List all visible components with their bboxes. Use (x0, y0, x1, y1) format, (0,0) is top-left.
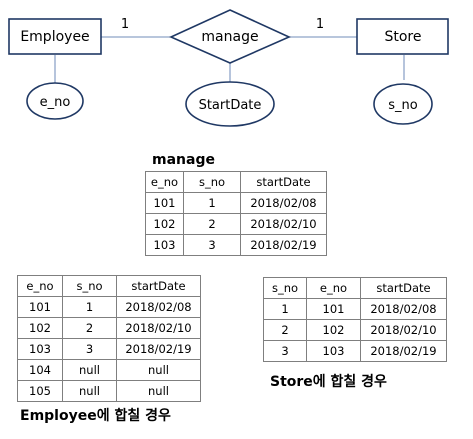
table-cell: 103 (306, 340, 361, 362)
table-cell: 101 (17, 296, 63, 318)
entity-employee (8, 18, 102, 55)
entity-store-label: Store (384, 29, 421, 45)
table-cell: 3 (183, 234, 241, 256)
table-cell: null (116, 359, 201, 381)
attribute-eno (26, 82, 84, 120)
employee-merge-table: e_no s_no startDate 101 1 2018/02/08 102… (17, 275, 201, 402)
table-cell: 102 (17, 317, 63, 339)
table-row: 105 null null (17, 380, 201, 402)
manage-table-caption: manage (152, 152, 215, 168)
table-cell: 104 (17, 359, 63, 381)
table-cell: 2 (62, 317, 117, 339)
store-merge-caption: Store에 합칠 경우 (270, 374, 387, 390)
er-diagram: Employee manage Store 1 1 e_no StartDate… (8, 9, 449, 127)
table-cell: 2018/02/19 (360, 340, 447, 362)
table-cell: 1 (263, 298, 307, 320)
header-cell: s_no (263, 277, 307, 299)
table-row: 3 103 2018/02/19 (263, 340, 447, 362)
table-header-row: s_no e_no startDate (263, 277, 447, 299)
table-cell: 102 (306, 319, 361, 341)
header-cell: e_no (17, 275, 63, 297)
table-cell: 2018/02/19 (240, 234, 327, 256)
header-cell: e_no (306, 277, 361, 299)
header-cell: s_no (62, 275, 117, 297)
cardinality-left: 1 (121, 17, 129, 32)
table-cell: 1 (62, 296, 117, 318)
table-cell: null (116, 380, 201, 402)
table-cell: 2018/02/08 (360, 298, 447, 320)
table-row: 103 3 2018/02/19 (17, 338, 201, 360)
table-cell: 2018/02/19 (116, 338, 201, 360)
manage-table: e_no s_no startDate 101 1 2018/02/08 102… (145, 171, 327, 256)
table-row: 1 101 2018/02/08 (263, 298, 447, 320)
table-header-row: e_no s_no startDate (17, 275, 201, 297)
table-cell: 101 (306, 298, 361, 320)
table-cell: 2018/02/10 (360, 319, 447, 341)
table-cell: 2018/02/10 (240, 213, 327, 235)
table-header-row: e_no s_no startDate (145, 171, 327, 193)
table-cell: 2018/02/10 (116, 317, 201, 339)
attribute-sno (373, 83, 433, 125)
table-row: 101 1 2018/02/08 (145, 192, 327, 214)
header-cell: startDate (116, 275, 201, 297)
entity-store (356, 18, 449, 55)
header-cell: startDate (240, 171, 327, 193)
table-cell: 103 (17, 338, 63, 360)
table-cell: null (62, 359, 117, 381)
table-cell: 103 (145, 234, 184, 256)
table-cell: 3 (62, 338, 117, 360)
header-cell: e_no (145, 171, 184, 193)
table-cell: 2 (263, 319, 307, 341)
table-cell: 102 (145, 213, 184, 235)
table-row: 2 102 2018/02/10 (263, 319, 447, 341)
table-cell: 3 (263, 340, 307, 362)
table-row: 101 1 2018/02/08 (17, 296, 201, 318)
relationship-manage (169, 9, 291, 64)
table-cell: 105 (17, 380, 63, 402)
table-row: 102 2 2018/02/10 (145, 213, 327, 235)
header-cell: s_no (183, 171, 241, 193)
table-row: 102 2 2018/02/10 (17, 317, 201, 339)
table-row: 103 3 2018/02/19 (145, 234, 327, 256)
attribute-startdate-label: StartDate (199, 98, 262, 113)
store-merge-table: s_no e_no startDate 1 101 2018/02/08 2 1… (263, 277, 447, 362)
relationship-manage-label: manage (201, 29, 258, 45)
table-cell: 101 (145, 192, 184, 214)
table-cell: 1 (183, 192, 241, 214)
header-cell: startDate (360, 277, 447, 299)
attribute-sno-label: s_no (388, 98, 418, 113)
entity-employee-label: Employee (20, 29, 89, 45)
table-row: 104 null null (17, 359, 201, 381)
table-cell: 2018/02/08 (116, 296, 201, 318)
cardinality-right: 1 (316, 17, 324, 32)
employee-merge-caption: Employee에 합칠 경우 (20, 408, 171, 424)
table-cell: 2 (183, 213, 241, 235)
table-cell: null (62, 380, 117, 402)
attribute-startdate (185, 81, 275, 127)
attribute-eno-label: e_no (40, 95, 71, 110)
table-cell: 2018/02/08 (240, 192, 327, 214)
